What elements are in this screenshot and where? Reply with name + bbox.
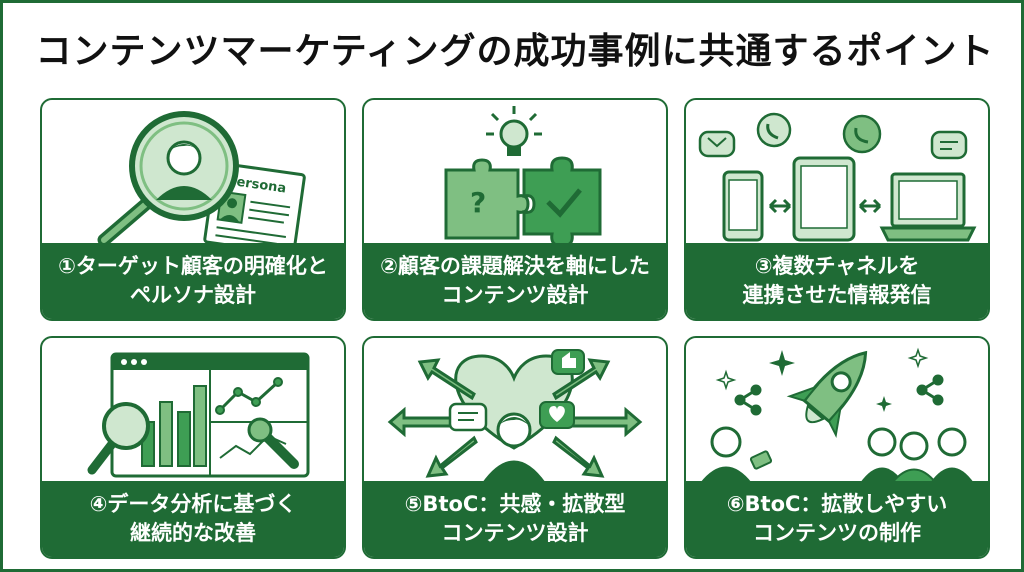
card-label-line1: ⑥BtoC：拡散しやすい — [726, 492, 948, 516]
card-label-line2: コンテンツ設計 — [441, 283, 589, 307]
card-label: ②顧客の課題解決を軸にした コンテンツ設計 — [364, 243, 666, 319]
page-title: コンテンツマーケティングの成功事例に共通するポイント — [35, 31, 995, 72]
card-label-line1: ①ターゲット顧客の明確化と — [58, 254, 328, 278]
card-label: ④データ分析に基づく 継続的な改善 — [42, 481, 344, 557]
card-problem-solving: ? ②顧客の課題解決を軸にした コンテンツ設計 — [362, 98, 668, 321]
analytics-tools-icon — [87, 352, 310, 478]
multi-device-icon — [698, 112, 977, 242]
card-persona: Persona ①ターゲット顧客の明確化と ペルソナ設計 — [40, 98, 346, 321]
puzzle-idea-icon: ? — [444, 106, 602, 245]
card-label: ①ターゲット顧客の明確化と ペルソナ設計 — [42, 243, 344, 319]
card-label-line1: ②顧客の課題解決を軸にした — [380, 254, 650, 278]
card-label: ⑤BtoC：共感・拡散型 コンテンツ設計 — [364, 481, 666, 557]
card-label-line2: ペルソナ設計 — [130, 283, 256, 307]
card-viral-content: ⑥BtoC：拡散しやすい コンテンツの制作 — [684, 336, 990, 559]
card-empathy-spread: ⑤BtoC：共感・拡散型 コンテンツ設計 — [362, 336, 668, 559]
card-label-line2: コンテンツ設計 — [441, 521, 589, 545]
card-label-line1: ⑤BtoC：共感・拡散型 — [404, 492, 626, 516]
card-label-line1: ③複数チャネルを — [754, 254, 920, 278]
card-label-line2: コンテンツの制作 — [753, 521, 921, 545]
card-label-line2: 継続的な改善 — [130, 521, 256, 545]
card-multichannel: ③複数チャネルを 連携させた情報発信 — [684, 98, 990, 321]
card-label: ⑥BtoC：拡散しやすい コンテンツの制作 — [686, 481, 988, 557]
card-label-line1: ④データ分析に基づく — [89, 492, 297, 516]
lightbulb-icon — [486, 106, 542, 156]
rocket-share-icon — [700, 347, 974, 483]
empathy-spread-icon — [387, 349, 643, 483]
card-label: ③複数チャネルを 連携させた情報発信 — [686, 243, 988, 319]
card-data-analysis: ④データ分析に基づく 継続的な改善 — [40, 336, 346, 559]
magnifier-persona-icon: Persona — [97, 111, 306, 245]
svg-text:?: ? — [470, 186, 486, 219]
card-label-line2: 連携させた情報発信 — [742, 283, 932, 307]
